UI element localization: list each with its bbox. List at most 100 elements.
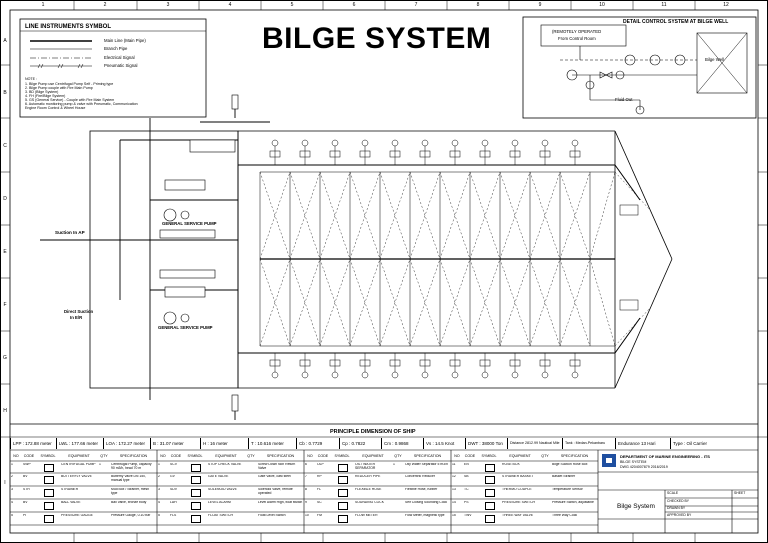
title-block-approved: APPROVED BY	[667, 513, 692, 517]
equipment-symbol-icon	[191, 502, 201, 510]
equipment-symbol-icon	[338, 489, 348, 497]
legend-item-branch-pipe: Branch Pipe	[104, 46, 128, 51]
equipment-cell-equip: BALL VALVE	[61, 501, 81, 504]
suction-ap-label: Suction In AP	[55, 230, 85, 235]
equipment-cell-spec: Self Closing Sounding Cock	[405, 501, 448, 504]
equipment-cell-spec: Mud Box / Strainer, mesh type	[111, 488, 150, 495]
equipment-cell-no: 6	[305, 463, 307, 466]
equipment-cell-qty	[393, 488, 403, 499]
equipment-cell-spec: Temperature Sensor	[552, 488, 583, 491]
equipment-header: NO	[307, 454, 313, 458]
equipment-cell-no: 9	[305, 501, 307, 504]
legend-note: 5. GS (General Service) - Couple with Fi…	[25, 98, 115, 102]
equipment-symbol-icon	[485, 464, 495, 472]
column-number: 9	[538, 2, 542, 8]
title-block-dept: DEPARTMENT OF MARINE ENGINEERING - ITS	[620, 454, 710, 459]
equipment-header: SYMBOL	[40, 454, 56, 458]
equipment-cell-code: PS	[464, 501, 469, 504]
equipment-header: QTY	[394, 454, 402, 458]
principal-cell: DWT : 38000 Ton	[465, 438, 507, 449]
principal-cell: Type : Oil Carrier	[670, 438, 758, 449]
row-letter: G	[3, 355, 7, 361]
equipment-cell-spec: Level Alarm High, float switch	[258, 501, 303, 504]
legend-note-heading: NOTE :	[25, 77, 37, 81]
equipment-cell-qty: 1	[99, 463, 101, 466]
equipment-header: SPECIFICATION	[266, 454, 295, 458]
equipment-cell-spec: Three Way Cock	[552, 514, 578, 517]
equipment-header: CODE	[464, 454, 476, 458]
direct-suction-label: Direct Suction	[64, 309, 94, 314]
equipment-cell-no: 5	[11, 514, 13, 517]
equipment-cell-spec: Butterfly Valve DN 150, manual type	[111, 475, 146, 482]
row-letter: A	[3, 38, 7, 44]
equipment-symbol-icon	[338, 476, 348, 484]
principal-cell: Cm : 0.9868	[381, 438, 423, 449]
equipment-cell-spec: Pressure Switch, adjustable	[552, 501, 594, 504]
equipment-cell-qty	[99, 514, 109, 525]
equipment-cell-spec: Gate Valve, cast steel	[258, 475, 291, 478]
equipment-header: QTY	[247, 454, 255, 458]
equipment-cell-no: 7	[305, 475, 307, 478]
row-letter: B	[3, 90, 7, 96]
equipment-cell-equip: STOP CHECK VALVE	[208, 463, 242, 466]
column-number: 12	[723, 2, 729, 8]
page-title: BILGE SYSTEM	[262, 22, 492, 55]
equipment-symbol-icon	[44, 464, 54, 472]
title-block-scale: SCALE	[667, 491, 679, 495]
equipment-cell-code: SC	[317, 501, 322, 504]
equipment-header: EQUIPMENT	[215, 454, 237, 458]
equipment-symbol-icon	[338, 515, 348, 523]
equipment-cell-equip: FLOAT SWITCH	[208, 514, 233, 517]
row-letter: H	[3, 408, 7, 414]
equipment-cell-spec: Screw Down Non Return Valve	[258, 463, 296, 470]
equipment-cell-spec: Basket Strainer	[552, 475, 576, 478]
equipment-cell-qty	[99, 475, 109, 486]
equipment-cell-no: 11	[452, 463, 456, 466]
equipment-header: SYMBOL	[334, 454, 350, 458]
equipment-symbol-icon	[485, 515, 495, 523]
equipment-cell-equip: STRAINER	[61, 488, 79, 491]
title-block-sheet: SHEET	[734, 491, 746, 495]
equipment-cell-equip: SOLENOID VALVE	[208, 488, 237, 491]
legend-note: 1. Bilge Pump use Centrifugal Pump Self …	[25, 82, 114, 86]
equipment-symbol-icon	[485, 502, 495, 510]
equipment-cell-no: 10	[305, 514, 309, 517]
equipment-cell-spec: Ball Valve, bronze body	[111, 501, 147, 504]
principal-cell: Distance 2812.99 Nautical Mile	[507, 438, 562, 449]
equipment-cell-qty	[540, 488, 550, 499]
equipment-cell-code: SDV	[170, 488, 177, 491]
legend-note: Engine Room Control & Wheel House	[25, 106, 86, 110]
equipment-cell-code: FL	[317, 488, 321, 491]
equipment-cell-equip: CENTRIFUGAL PUMP	[61, 463, 96, 466]
equipment-symbol-icon	[191, 464, 201, 472]
legend-item-electrical-signal: Electrical Signal	[104, 55, 135, 60]
equipment-header: CODE	[170, 454, 182, 458]
detail-bilge-well: Bilge Well	[705, 57, 725, 62]
equipment-symbol-icon	[191, 515, 201, 523]
principal-cell: Cp : 0.7822	[339, 438, 381, 449]
equipment-cell-equip: PRESSURE GAUGE	[61, 514, 93, 517]
equipment-cell-no: 3	[11, 488, 13, 491]
equipment-cell-equip: LEVEL ALARM	[208, 501, 231, 504]
equipment-header: QTY	[100, 454, 108, 458]
equipment-cell-code: STR	[23, 488, 30, 491]
legend-note: 4. FH (Fire/Bilge System)	[25, 94, 66, 98]
equipment-cell-code: BV	[23, 501, 28, 504]
equipment-cell-no: 12	[452, 475, 456, 478]
equipment-cell-code: FLS	[170, 514, 177, 517]
equipment-header: SPECIFICATION	[413, 454, 442, 458]
equipment-cell-qty	[540, 463, 550, 474]
equipment-header: CODE	[23, 454, 35, 458]
title-block-checked: CHECKED BY	[667, 499, 690, 503]
equipment-header: SPECIFICATION	[560, 454, 589, 458]
equipment-cell-qty	[246, 475, 256, 486]
equipment-symbol-icon	[44, 476, 54, 484]
equipment-cell-no: 2	[158, 475, 160, 478]
equipment-cell-no: 1	[158, 463, 160, 466]
equipment-symbol-icon	[44, 489, 54, 497]
column-number: 10	[599, 2, 605, 8]
row-letter: I	[4, 480, 6, 486]
equipment-cell-spec: Float Level Switch	[258, 514, 286, 517]
equipment-cell-code: BV	[23, 475, 28, 478]
